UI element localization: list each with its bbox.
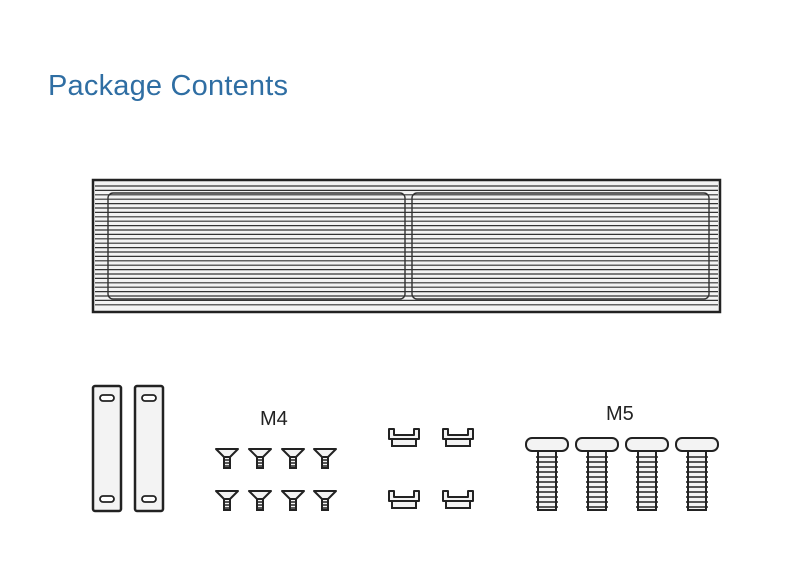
clip-nut-set (388, 428, 474, 509)
m5-screw-set (525, 437, 719, 511)
grille-panel-icon (91, 178, 722, 314)
page-title: Package Contents (48, 70, 289, 102)
m4-screw-set (215, 448, 337, 511)
mounting-bracket-icon (91, 384, 165, 513)
m5-label: M5 (606, 403, 634, 425)
m4-label: M4 (260, 408, 288, 430)
